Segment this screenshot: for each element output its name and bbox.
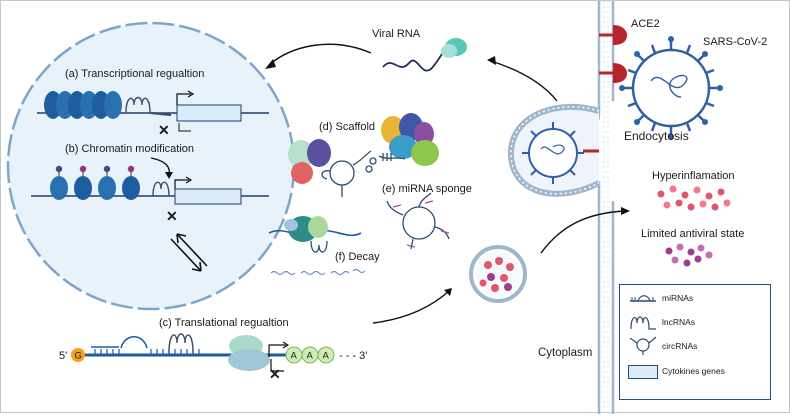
viral-rna-strand [382,44,452,72]
scaffold-rna-strand [378,153,406,161]
block-x-icon-b: ✕ [166,208,178,224]
polyA-label-1: A [291,351,298,362]
translation-arrow [268,341,290,372]
circrna-legend-icon [629,336,657,355]
scaffold-protein-right [381,113,439,166]
polyA-tail [285,346,335,364]
arrowhead-viralrna [265,59,276,69]
arrowhead-endosome [487,56,496,65]
label-three-prime: - - - 3' [339,350,367,362]
nuclear-exchange-arrows [170,233,208,272]
mrna-strand [85,335,317,357]
arrowhead-to-vesicle [444,288,452,296]
label-ace2: ACE2 [631,18,660,30]
cytokine-vesicle [469,245,527,303]
arrowhead-vesicle [621,207,630,215]
block-x-icon-c: ✕ [269,366,281,382]
internalized-virus-icon [522,122,599,184]
lncrna-legend-icon [630,316,656,330]
label-viral-rna: Viral RNA [372,28,421,40]
gene-box-a [176,90,242,132]
label-five-prime: 5' [59,350,67,362]
rna-fragments [270,268,366,276]
ace2-receptor-icon-1 [599,25,627,45]
cytokine-gene-legend-icon [628,365,658,379]
histone-row-b [31,165,269,200]
cap-icon [71,348,85,362]
circrna-sponge-icon [386,192,450,250]
lncrna-b-icon [152,181,170,197]
decay-complex [268,216,362,242]
legend-label-cytokines: Cytokines genes [662,366,725,376]
gene-box-b [174,176,242,205]
legend-label-lncrnas: lncRNAs [662,317,696,327]
label-sars: SARS-CoV-2 [703,36,767,48]
viral-rna-protein-2 [441,44,457,58]
legend: miRNAs lncRNAs circRNAs Cytokines genes [619,284,771,400]
ribosome-icon [228,335,270,371]
sars-cov2-virion-icon [619,36,723,140]
label-cytoplasm: Cytoplasm [538,347,592,359]
label-endocytosis: Endocytosis [624,129,689,143]
ace2-receptor-icon-2 [599,63,627,83]
legend-label-circrnas: circRNAs [662,341,698,351]
scaffold-protein-left [288,139,331,184]
bound-mirna-icons [392,200,450,248]
arrow-to-vesicle [372,290,450,324]
nucleus [6,21,296,311]
label-translational: (c) Translational regualtion [159,317,289,329]
label-scaffold: (d) Scaffold [319,121,375,133]
lncrna-a-icon [125,96,172,117]
label-cap: G [75,351,82,362]
label-hyperinflammation: Hyperinflamation [652,170,735,182]
plasma-membrane [592,1,615,414]
scaffold-lncrna-icon [321,150,377,197]
block-x-icon-a: ✕ [158,122,170,138]
arrow-viralrna-to-nucleus [268,43,372,66]
label-mirna-sponge: (e) miRNA sponge [382,183,472,195]
arrow-endosome-to-viralrna [490,60,558,102]
decay-lncrna-icon [310,240,328,253]
polyA-label-2: A [307,351,314,362]
polyA-label-3: A [323,351,330,362]
label-antiviral: Limited antiviral state [641,228,744,240]
mirna-legend-icon [630,295,656,302]
arrow-vesicle-to-outside [540,210,626,254]
arrowhead-chromatin [165,172,173,179]
legend-label-mirnas: miRNAs [662,293,694,303]
label-decay: (f) Decay [335,251,380,263]
label-transcriptional: (a) Transcriptional regualtion [65,68,204,80]
antiviral-cytokines [665,243,713,267]
inflammation-cytokines [657,185,731,211]
lncrna-c-icon [168,333,194,354]
label-chromatin: (b) Chromatin modification [65,143,194,155]
